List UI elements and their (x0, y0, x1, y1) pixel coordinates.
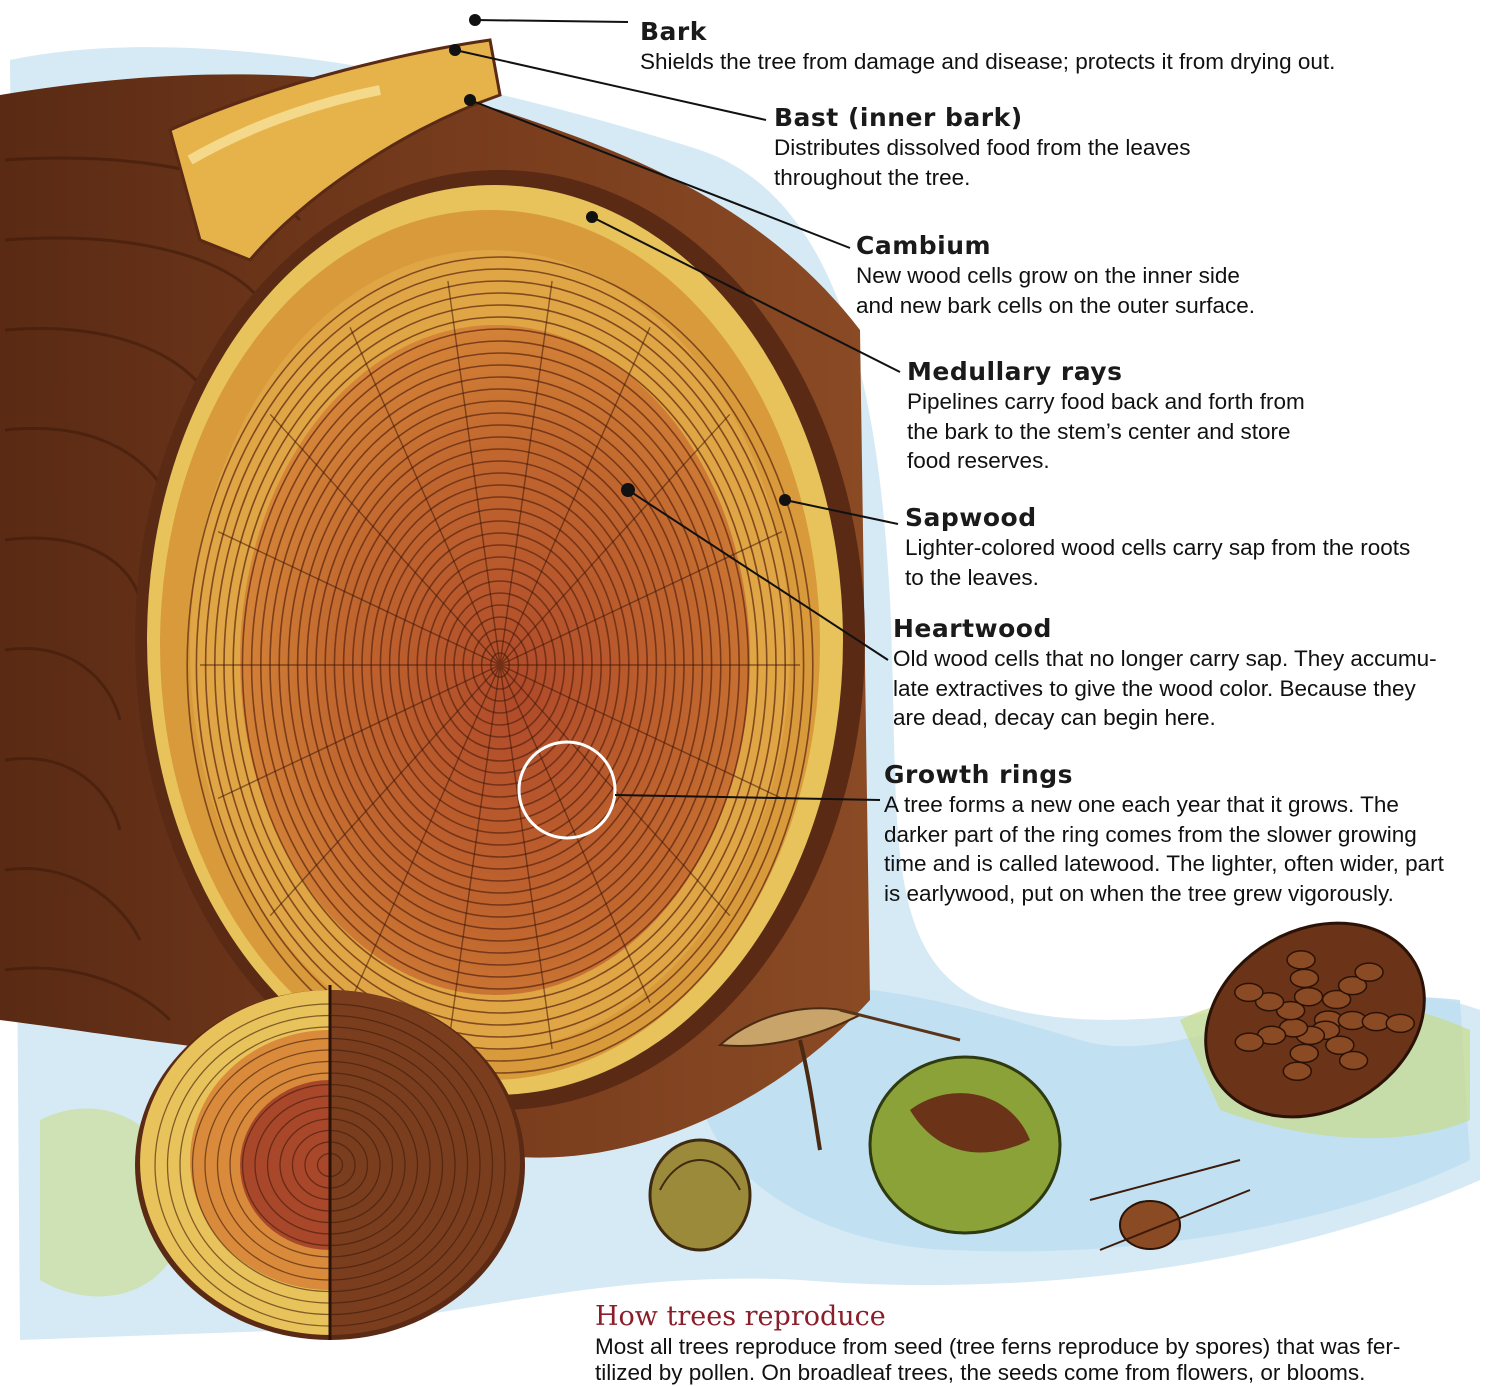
log-cross-section (135, 170, 865, 1110)
label-description: A tree forms a new one each year that it… (884, 790, 1444, 908)
label-title: Cambium (856, 231, 1255, 261)
label-description: New wood cells grow on the inner sideand… (856, 261, 1255, 320)
label-description: Shields the tree from damage and disease… (640, 47, 1335, 77)
label-title: Heartwood (893, 614, 1437, 644)
label-cambium: Cambium New wood cells grow on the inner… (856, 231, 1255, 320)
cone-scale (1283, 1062, 1311, 1080)
label-title: Bark (640, 17, 1335, 47)
reproduce-text: Most all trees reproduce from seed (tree… (595, 1334, 1495, 1386)
label-description: Distributes dissolved food from the leav… (774, 133, 1190, 192)
label-description: Old wood cells that no longer carry sap.… (893, 644, 1437, 733)
beech-nut (650, 1140, 750, 1250)
label-growth-rings: Growth rings A tree forms a new one each… (884, 760, 1444, 908)
label-sapwood: Sapwood Lighter-colored wood cells carry… (905, 503, 1410, 592)
label-bast: Bast (inner bark) Distributes dissolved … (774, 103, 1190, 192)
label-heartwood: Heartwood Old wood cells that no longer … (893, 614, 1437, 733)
cone-scale (1290, 969, 1318, 987)
label-title: Growth rings (884, 760, 1444, 790)
cone-scale (1290, 1044, 1318, 1062)
cone-scale (1235, 1033, 1263, 1051)
label-title: Sapwood (905, 503, 1410, 533)
cone-scale (1355, 963, 1383, 981)
cone-scale (1386, 1014, 1414, 1032)
label-bark: Bark Shields the tree from damage and di… (640, 17, 1335, 77)
label-description: Lighter-colored wood cells carry sap fro… (905, 533, 1410, 592)
cone-scale (1235, 983, 1263, 1001)
cone-scale (1340, 1052, 1368, 1070)
reproduce-heading: How trees reproduce (595, 1300, 1495, 1334)
label-title: Bast (inner bark) (774, 103, 1190, 133)
cone-scale (1295, 988, 1323, 1006)
acorn-husk (870, 1057, 1060, 1233)
cone-scale (1287, 951, 1315, 969)
label-title: Medullary rays (907, 357, 1305, 387)
label-description: Pipelines carry food back and forth from… (907, 387, 1305, 476)
label-medullary-rays: Medullary rays Pipelines carry food back… (907, 357, 1305, 476)
reproduce-section: How trees reproduce Most all trees repro… (595, 1300, 1495, 1386)
